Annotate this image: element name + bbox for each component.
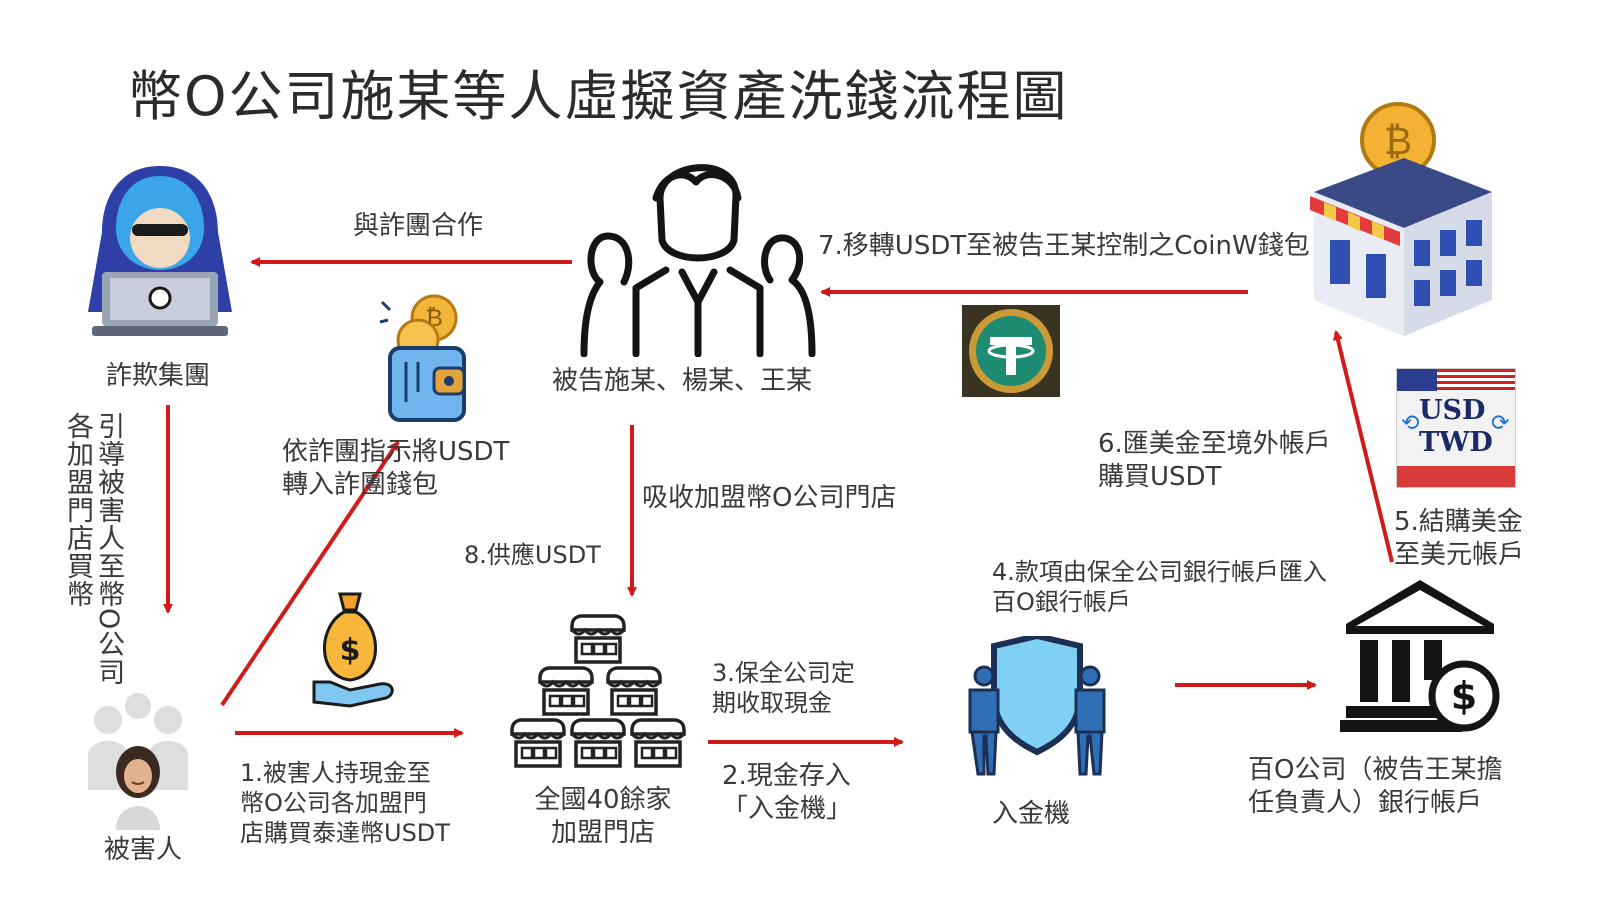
transfer-wallet-label: 依詐團指示將USDT 轉入詐團錢包 <box>282 436 509 501</box>
step4-label: 4.款項由保全公司銀行帳戶匯入 百O銀行帳戶 <box>992 557 1327 617</box>
bank-account-line1: 百O公司（被告王某擔 <box>1248 755 1503 785</box>
bank-account-line2: 任負責人）銀行帳戶 <box>1248 787 1483 818</box>
money-bag-hand-icon: $ <box>312 592 394 708</box>
stores-line1: 全國40餘家 <box>534 785 672 815</box>
twd-text: TWD <box>1419 427 1493 458</box>
arrow-step5 <box>1333 330 1394 563</box>
step1-line2: 幣O公司各加盟門 <box>240 789 427 817</box>
stores-line2: 加盟門店 <box>550 817 655 848</box>
transfer-wallet-line1: 依詐團指示將USDT <box>282 437 510 467</box>
tether-usdt-icon <box>962 305 1060 397</box>
crypto-wallet-icon: ₿ <box>379 294 466 422</box>
fraud-group-label: 詐欺集團 <box>106 361 211 391</box>
storefront-building-icon: ₿ <box>1310 102 1492 336</box>
usd-text: USD <box>1419 395 1486 426</box>
step1-line3: 店購買泰達幣USDT <box>240 819 450 847</box>
bank-icon: $ <box>1340 580 1500 732</box>
cooperate-label: 與詐團合作 <box>353 211 484 241</box>
step3-line2: 期收取現金 <box>712 689 832 717</box>
guide-victim-line2: 各加盟門店買幣 <box>62 412 94 608</box>
us-flag-canton <box>1397 369 1437 391</box>
step3-label: 3.保全公司定 期收取現金 <box>712 658 855 718</box>
stores-label: 全國40餘家 加盟門店 <box>528 784 678 849</box>
step6-label: 6.匯美金至境外帳戶 購買USDT <box>1098 428 1331 493</box>
step4-line1: 4.款項由保全公司銀行帳戶匯入 <box>992 558 1327 586</box>
exchange-arrow-left-icon: ⟲ <box>1401 411 1420 436</box>
transfer-wallet-line2: 轉入詐團錢包 <box>282 469 439 500</box>
usd-twd-exchange-icon: USD TWD ⟲ ⟳ <box>1396 368 1516 488</box>
supply-usdt-label: 8.供應USDT <box>464 541 601 569</box>
arrow-victim-to-wallet <box>220 440 400 707</box>
step6-line1: 6.匯美金至境外帳戶 <box>1098 429 1331 459</box>
step2-label: 2.現金存入 「入金機」 <box>722 760 852 825</box>
step2-line2: 「入金機」 <box>722 793 853 824</box>
diagram-title: 幣O公司施某等人虛擬資產洗錢流程圖 <box>128 65 1069 128</box>
defendants-label: 被告施某、楊某、王某 <box>552 366 813 396</box>
step2-line1: 2.現金存入 <box>722 761 851 791</box>
victim-person-icon <box>88 693 188 830</box>
exchange-arrow-right-icon: ⟳ <box>1491 411 1510 436</box>
step1-line1: 1.被害人持現金至 <box>240 759 431 787</box>
guide-victim-line1: 引導被害人至幣O公司 <box>93 412 125 687</box>
bank-account-label: 百O公司（被告王某擔 任負責人）銀行帳戶 <box>1248 754 1502 819</box>
franchise-stores-icon <box>510 614 686 768</box>
absorb-stores-label: 吸收加盟幣O公司門店 <box>642 483 897 513</box>
svg-text:$: $ <box>1451 674 1477 718</box>
step1-label: 1.被害人持現金至 幣O公司各加盟門 店購買泰達幣USDT <box>240 758 450 848</box>
security-guards-icon <box>968 636 1106 776</box>
svg-text:₿: ₿ <box>1384 119 1412 163</box>
step5-line2: 至美元帳戶 <box>1394 539 1525 570</box>
step6-line2: 購買USDT <box>1098 461 1222 492</box>
victim-label: 被害人 <box>104 835 183 865</box>
deposit-machine-label: 入金機 <box>992 799 1071 829</box>
defendants-people-icon <box>580 164 816 357</box>
guide-victim-text: 引導被害人至幣O公司 各加盟門店買幣 <box>62 412 124 712</box>
step4-line2: 百O銀行帳戶 <box>992 588 1131 616</box>
step5-line1: 5.結購美金 <box>1394 507 1523 537</box>
step7-label: 7.移轉USDT至被告王某控制之CoinW錢包 <box>818 231 1310 261</box>
step5-label: 5.結購美金 至美元帳戶 <box>1394 506 1524 571</box>
hacker-icon <box>88 166 232 336</box>
svg-text:$: $ <box>340 633 361 668</box>
step3-line1: 3.保全公司定 <box>712 659 855 687</box>
